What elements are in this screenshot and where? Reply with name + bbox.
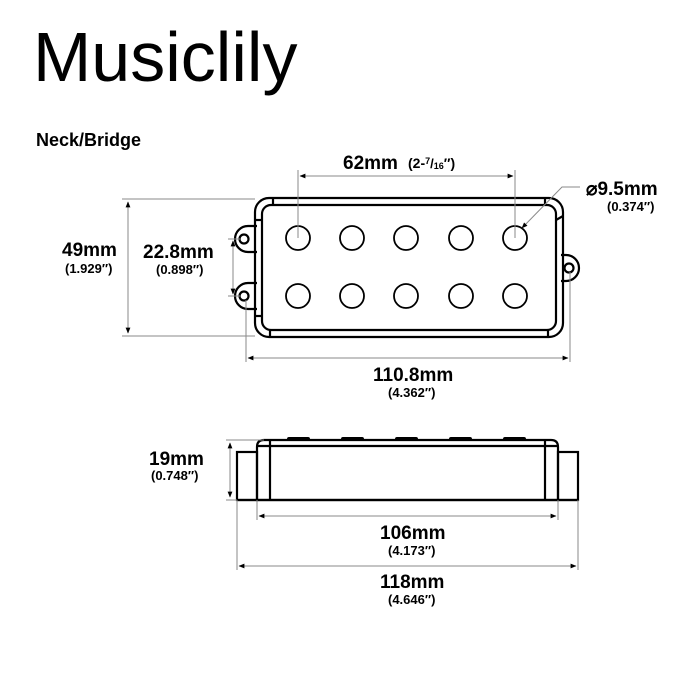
pole-pieces bbox=[285, 225, 528, 309]
dimension-base-length: 118mm (4.646″) bbox=[236, 500, 579, 607]
pole-tops bbox=[287, 437, 526, 441]
pole-diameter-mm: 9.5mm bbox=[597, 179, 657, 200]
pole-piece bbox=[448, 225, 474, 251]
brand-title: Musiclily bbox=[33, 18, 298, 96]
diameter-symbol: ⌀ bbox=[586, 179, 598, 200]
fraction-denominator: 16 bbox=[434, 161, 444, 171]
dimension-pole-diameter: ⌀9.5mm (0.374″) bbox=[521, 179, 658, 229]
height-mm: 49mm bbox=[62, 240, 117, 261]
side-height-mm: 19mm bbox=[149, 449, 204, 470]
pole-piece bbox=[339, 225, 365, 251]
top-view: 62mm (2-7/16″) ⌀9.5mm (0.374″) 49mm (1.9… bbox=[62, 153, 658, 400]
mounting-ear-right bbox=[561, 253, 581, 283]
pole-spacing-mm: 62mm bbox=[343, 153, 398, 174]
height-inch: (1.929″) bbox=[65, 261, 112, 276]
pole-top bbox=[449, 437, 472, 441]
base-plate-left bbox=[235, 450, 259, 502]
side-body bbox=[255, 438, 560, 502]
pole-piece bbox=[448, 283, 474, 309]
pole-piece bbox=[502, 283, 528, 309]
dimension-pole-spacing: 62mm (2-7/16″) bbox=[297, 153, 516, 238]
pole-top bbox=[503, 437, 526, 441]
fraction-numerator: 7 bbox=[425, 156, 430, 166]
pole-piece bbox=[285, 283, 311, 309]
svg-text:(2-7/16″): (2-7/16″) bbox=[408, 155, 455, 171]
pole-piece bbox=[393, 225, 419, 251]
pickup-outer-shell bbox=[253, 196, 565, 339]
overall-length-mm: 110.8mm bbox=[373, 365, 453, 386]
side-view: 19mm (0.748″) 106mm (4.173″) 118mm (4.64… bbox=[149, 437, 580, 607]
ear-spacing-mm: 22.8mm bbox=[143, 242, 214, 263]
dimension-body-length: 106mm (4.173″) bbox=[256, 500, 559, 558]
pole-piece bbox=[393, 283, 419, 309]
dimension-ear-spacing: 22.8mm (0.898″) bbox=[143, 238, 240, 297]
section-label: Neck/Bridge bbox=[36, 130, 142, 150]
side-height-inch: (0.748″) bbox=[151, 468, 198, 483]
body-length-mm: 106mm bbox=[380, 523, 446, 544]
base-length-inch: (4.646″) bbox=[388, 592, 435, 607]
dimension-overall-length: 110.8mm (4.362″) bbox=[245, 272, 571, 400]
pole-top bbox=[287, 437, 310, 441]
body-length-inch: (4.173″) bbox=[388, 543, 435, 558]
svg-text:⌀9.5mm: ⌀9.5mm bbox=[586, 179, 658, 200]
ear-spacing-inch: (0.898″) bbox=[156, 262, 203, 277]
base-length-mm: 118mm bbox=[380, 572, 444, 593]
pickup-inner-cover bbox=[260, 203, 558, 332]
fraction-close: ″) bbox=[444, 155, 455, 171]
dimension-height: 49mm (1.929″) bbox=[62, 198, 255, 337]
base-plate-right bbox=[556, 450, 580, 502]
pole-diameter-inch: (0.374″) bbox=[607, 199, 654, 214]
pole-spacing-inch: (2- bbox=[408, 155, 425, 171]
pole-top bbox=[341, 437, 364, 441]
overall-length-inch: (4.362″) bbox=[388, 385, 435, 400]
dimension-side-height: 19mm (0.748″) bbox=[149, 439, 264, 501]
pole-piece bbox=[339, 283, 365, 309]
svg-text:62mm: 62mm bbox=[343, 153, 398, 174]
pole-top bbox=[395, 437, 418, 441]
